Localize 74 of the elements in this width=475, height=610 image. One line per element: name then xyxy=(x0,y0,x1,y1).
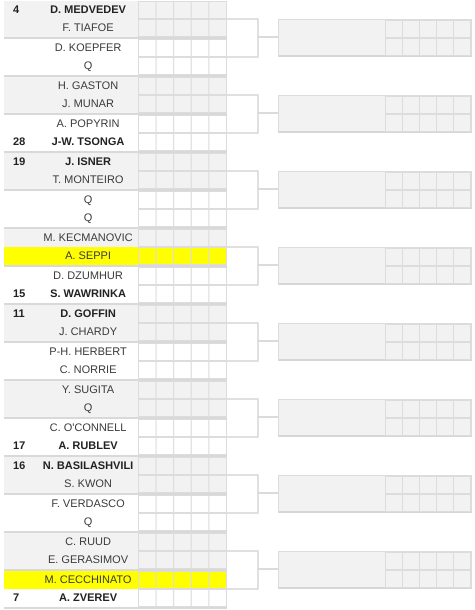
player-name: D. MEDVEDEV xyxy=(50,4,126,16)
match-box xyxy=(278,247,472,285)
bracket-line xyxy=(227,492,278,514)
player-name: Q xyxy=(84,212,92,224)
seed-number: 7 xyxy=(13,592,20,604)
match-band xyxy=(4,419,227,457)
player-name: H. GASTON xyxy=(58,80,118,92)
player-name: S. KWON xyxy=(64,478,112,490)
seed-number: 28 xyxy=(13,136,26,148)
match-band xyxy=(4,343,227,381)
seed-number: 15 xyxy=(13,288,26,300)
bracket-line xyxy=(227,188,278,210)
match-band xyxy=(4,115,227,153)
player-name: J. MUNAR xyxy=(62,98,114,110)
player-name: Q xyxy=(84,402,92,414)
match-band xyxy=(4,457,227,495)
highlighted-player-row xyxy=(4,571,227,589)
bracket-line xyxy=(227,568,278,590)
player-name: J. CHARDY xyxy=(58,326,118,338)
bracket-line xyxy=(227,416,278,438)
match-band xyxy=(4,533,227,571)
player-name: J. ISNER xyxy=(65,156,111,168)
match-box xyxy=(278,323,472,361)
player-name: Q xyxy=(84,516,92,528)
highlighted-player-row xyxy=(4,247,227,265)
match-band xyxy=(4,571,227,609)
match-band xyxy=(4,305,227,343)
player-name: Q xyxy=(84,60,92,72)
match-box xyxy=(278,19,472,57)
player-name: D. DZUMHUR xyxy=(53,270,123,282)
seed-number: 16 xyxy=(13,460,26,472)
seed-number: 17 xyxy=(13,440,26,452)
bracket-line xyxy=(227,112,278,134)
player-name: A. POPYRIN xyxy=(56,118,120,130)
match-band xyxy=(4,495,227,533)
player-name: A. SEPPI xyxy=(65,250,111,262)
player-name: A. RUBLEV xyxy=(58,440,118,452)
player-name: Y. SUGITA xyxy=(62,384,114,396)
bracket-line xyxy=(227,264,278,286)
player-name: M. KECMANOVIC xyxy=(43,232,133,244)
match-band xyxy=(4,39,227,77)
player-name: A. ZVEREV xyxy=(58,592,118,604)
match-band xyxy=(4,191,227,229)
seed-number: 11 xyxy=(13,308,25,320)
player-name: T. MONTEIRO xyxy=(52,174,124,186)
bracket-line xyxy=(227,340,278,362)
player-name: F. VERDASCO xyxy=(51,498,125,510)
player-name: S. WAWRINKA xyxy=(50,288,126,300)
player-name: D. GOFFIN xyxy=(60,308,116,320)
player-name: J-W. TSONGA xyxy=(52,136,124,148)
match-box xyxy=(278,551,472,589)
player-name: C. NORRIE xyxy=(60,364,116,376)
match-band xyxy=(4,77,227,115)
seed-number: 19 xyxy=(13,156,26,168)
player-name: C. RUUD xyxy=(65,536,111,548)
match-band xyxy=(4,1,227,39)
player-name: Q xyxy=(84,194,92,206)
seed-number: 4 xyxy=(13,4,20,16)
player-name: C. O'CONNELL xyxy=(50,422,126,434)
player-name: E. GERASIMOV xyxy=(48,554,128,566)
match-box xyxy=(278,475,472,513)
match-band xyxy=(4,381,227,419)
match-box xyxy=(278,95,472,133)
match-band xyxy=(4,229,227,267)
player-name: M. CECCHINATO xyxy=(44,574,132,586)
match-band xyxy=(4,153,227,191)
match-box xyxy=(278,399,472,437)
bracket-line xyxy=(227,36,278,58)
match-box xyxy=(278,171,472,209)
match-band xyxy=(4,267,227,305)
player-name: P-H. HERBERT xyxy=(49,346,127,358)
player-name: F. TIAFOE xyxy=(62,22,114,34)
player-name: D. KOEPFER xyxy=(54,42,122,54)
player-name: N. BASILASHVILI xyxy=(42,460,134,472)
